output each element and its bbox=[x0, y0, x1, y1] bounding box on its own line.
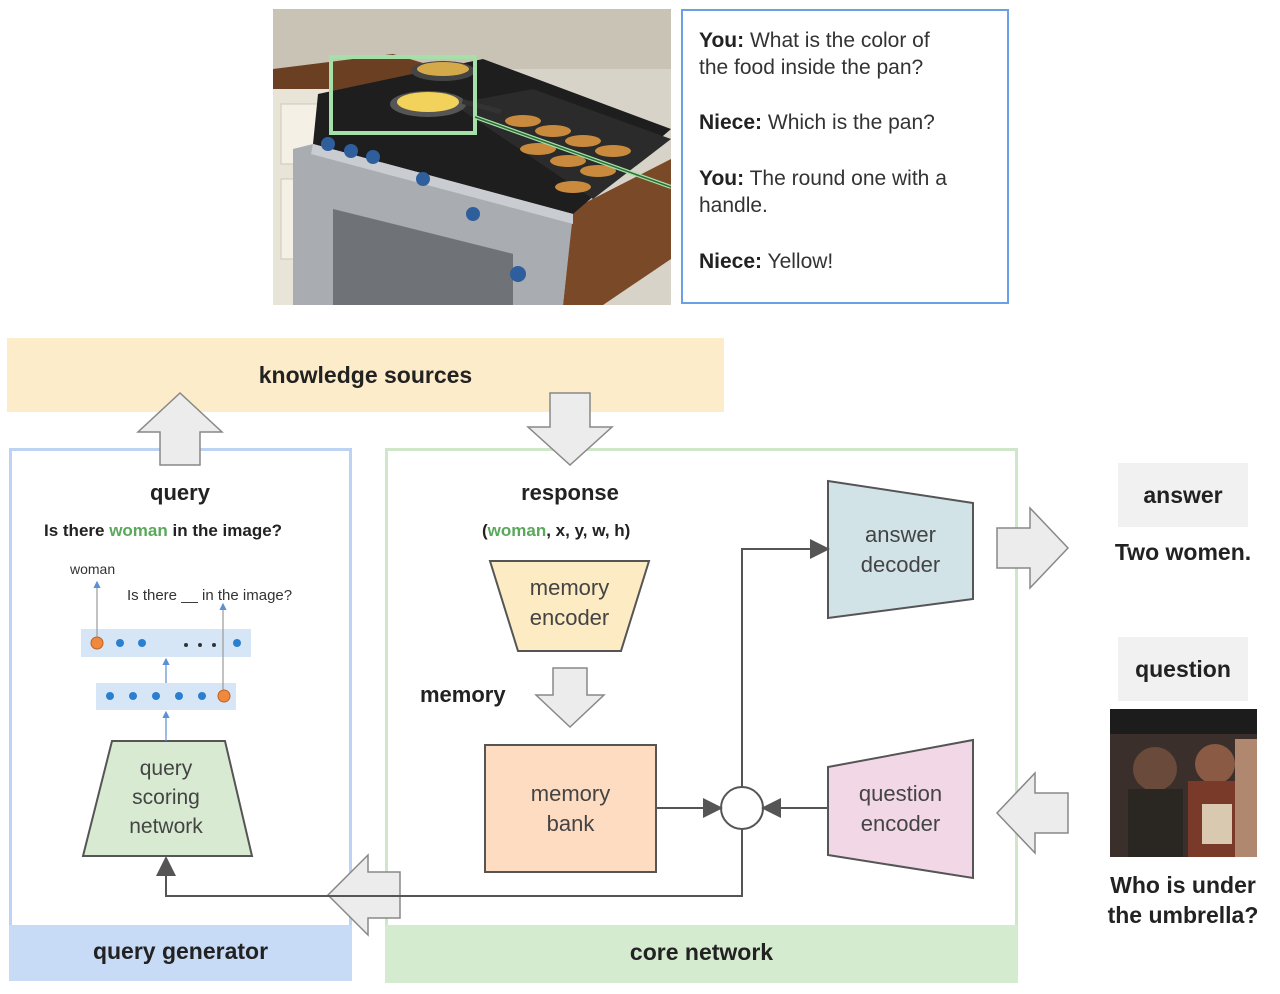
down-block-arrow bbox=[526, 392, 614, 467]
stove-photo bbox=[273, 9, 671, 305]
dialog-line: You: The round one with a bbox=[699, 167, 947, 190]
question-text: Who is under the umbrella? bbox=[1107, 872, 1259, 928]
question-encoder-shape bbox=[827, 738, 974, 880]
question-encoder-label: question encoder bbox=[858, 781, 943, 836]
answer-decoder-shape bbox=[827, 479, 974, 620]
dialog-line: handle. bbox=[699, 194, 768, 217]
question-photo bbox=[1110, 709, 1257, 857]
dialog-line: Niece: Which is the pan? bbox=[699, 111, 935, 134]
answer-text: Two women. bbox=[1114, 539, 1252, 565]
query-template: Is there __ in the image? bbox=[127, 587, 293, 604]
query-title: query bbox=[150, 480, 210, 505]
dialog-box: You: What is the color of the food insid… bbox=[681, 9, 1009, 304]
token-dots-top bbox=[90, 636, 241, 650]
stove-illustration bbox=[273, 9, 671, 305]
memory-encoder-label: memory encoder bbox=[529, 575, 610, 630]
query-generator-label: query generator bbox=[92, 938, 269, 964]
token-dots-bottom bbox=[106, 689, 231, 703]
token-row-bottom bbox=[96, 683, 236, 710]
memory-block-arrow bbox=[534, 667, 606, 729]
combiner-node bbox=[720, 786, 764, 830]
answer-block-arrow bbox=[996, 506, 1070, 590]
core-network-footer: core network bbox=[385, 925, 1018, 983]
dialog-line: Niece: Yellow! bbox=[699, 250, 834, 273]
dialog-line: the food inside the pan? bbox=[699, 56, 924, 79]
query-generator-footer: query generator bbox=[9, 925, 352, 981]
memory-encoder-shape bbox=[488, 560, 651, 652]
memory-bank-shape bbox=[484, 744, 657, 873]
query-sentence: Is there woman in the image? bbox=[44, 521, 283, 540]
answer-label: answer bbox=[1118, 463, 1248, 527]
question-label: question bbox=[1118, 637, 1248, 701]
knowledge-sources-title: knowledge sources bbox=[258, 362, 473, 388]
memory-bank-label: memory bank bbox=[530, 781, 611, 836]
umbrella-photo-illustration bbox=[1110, 709, 1257, 857]
knowledge-sources-band: knowledge sources bbox=[7, 338, 724, 412]
token-output-label: woman bbox=[70, 561, 116, 577]
response-tuple: (woman, x, y, w, h) bbox=[482, 521, 631, 540]
query-scoring-network-label: query scoring network bbox=[129, 757, 203, 838]
core-network-label: core network bbox=[629, 939, 774, 965]
up-block-arrow bbox=[136, 391, 224, 466]
token-row-top bbox=[81, 629, 251, 657]
response-title: response bbox=[521, 480, 619, 505]
query-generator-panel bbox=[9, 448, 352, 981]
memory-label: memory bbox=[420, 682, 506, 707]
question-block-arrow bbox=[995, 771, 1069, 855]
query-scoring-network-shape bbox=[81, 740, 254, 857]
dialog-line: You: What is the color of bbox=[699, 29, 930, 52]
answer-decoder-label: answer decoder bbox=[860, 522, 941, 577]
